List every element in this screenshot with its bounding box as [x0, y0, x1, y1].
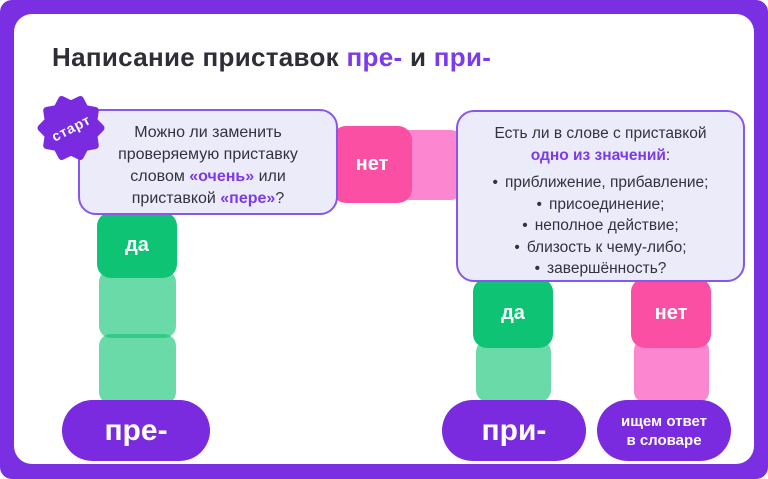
bullet-item: •неполное действие;	[458, 215, 743, 237]
connector-yes-2-tail	[476, 340, 551, 402]
title-text-and: и	[402, 42, 434, 72]
connector-yes-2-label: да	[501, 301, 525, 324]
connector-no-1-label: нет	[355, 153, 389, 175]
bullet-item: •близость к чему-либо;	[458, 237, 743, 259]
question-1-line: проверяемую приставку	[118, 146, 298, 163]
title-accent-pre: пре-	[346, 42, 403, 72]
title-text: Написание приставок	[52, 42, 347, 72]
bullet-marker: •	[514, 238, 520, 256]
title-accent-pri: при-	[433, 42, 492, 72]
question-1-line: Можно ли заменить	[134, 124, 282, 141]
bullet-item: •приближение, прибавление;	[458, 172, 743, 194]
bullet-marker: •	[534, 260, 541, 277]
connector-no-2-tail	[634, 340, 709, 402]
question-2-line: одно из значений:	[530, 146, 671, 164]
content-panel: Написание приставок пре- и при- нет да д…	[14, 14, 754, 464]
bullet-marker: •	[492, 174, 498, 191]
answer-pill-pri: при-	[442, 400, 586, 461]
bullet-list: •приближение, прибавление; •присоединени…	[458, 172, 743, 280]
question-box-2: Есть ли в слове с приставкой одно из зна…	[456, 110, 745, 282]
connector-yes-1-tail	[99, 270, 176, 338]
page-title: Написание приставок пре- и при-	[52, 42, 491, 73]
answer-pill-pre: пре-	[62, 400, 210, 461]
bullet-item: •завершённость?	[458, 258, 743, 280]
question-2-accent: одно из значений	[530, 146, 666, 164]
bullet-marker: •	[536, 195, 542, 213]
bullet-item: •присоединение;	[458, 194, 743, 216]
answer-dictionary-line2: в словаре	[626, 431, 702, 449]
bullet-marker: •	[522, 217, 528, 234]
connector-no-1: нет	[332, 126, 412, 203]
question-1-accent-pere: «пере»	[220, 190, 276, 207]
starburst-seal-icon: старт	[37, 96, 105, 160]
start-badge: старт	[37, 94, 105, 162]
question-1-accent-ochen: «очень»	[189, 168, 255, 185]
answer-dictionary-line1: ищем ответ	[621, 412, 707, 430]
answer-pri-label: при-	[481, 413, 547, 447]
answer-pill-dictionary: ищем ответ в словаре	[597, 400, 731, 461]
question-1-line: словом «очень» или	[130, 168, 286, 185]
connector-yes-1-tail2	[99, 334, 176, 404]
connector-no-2: нет	[631, 278, 711, 348]
connector-yes-1-label: да	[125, 233, 149, 256]
connector-yes-2: да	[473, 278, 553, 348]
connector-yes-1: да	[97, 212, 177, 278]
question-box-1: Можно ли заменить проверяемую приставку …	[78, 109, 338, 215]
answer-pre-label: пре-	[104, 413, 168, 447]
question-1-line: приставкой «пере»?	[131, 190, 285, 207]
connector-no-2-label: нет	[654, 301, 688, 324]
question-2-line: Есть ли в слове с приставкой	[494, 125, 707, 142]
